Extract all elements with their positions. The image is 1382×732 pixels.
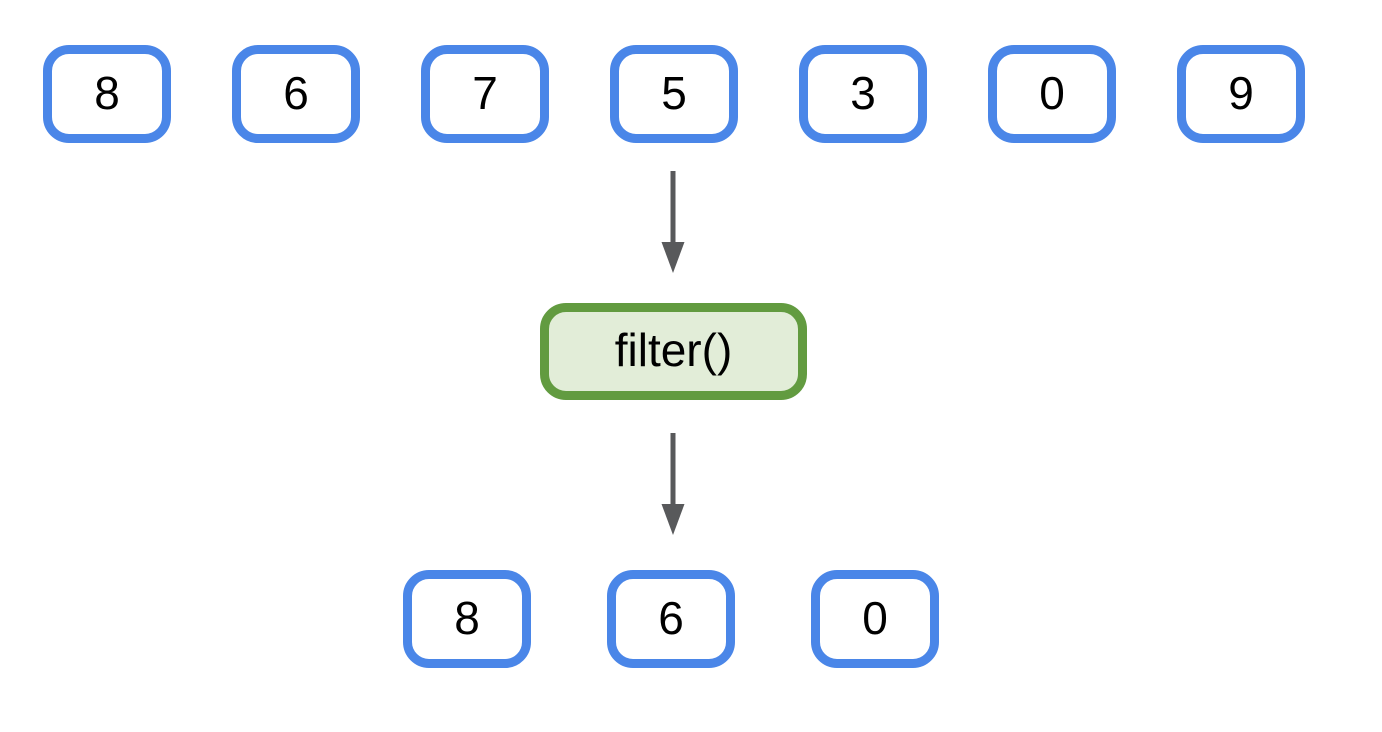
input-value-box: 5 [610,45,738,143]
arrow-down-icon [661,171,685,273]
function-box: filter() [540,303,807,400]
input-value: 8 [94,67,120,119]
input-value: 5 [661,67,687,119]
output-row: 8 6 0 [403,570,939,668]
arrow-down-icon [661,433,685,535]
input-value: 3 [850,67,876,119]
output-value: 6 [658,592,684,644]
input-value: 6 [283,67,309,119]
input-value-box: 0 [988,45,1116,143]
input-value: 0 [1039,67,1065,119]
input-value-box: 9 [1177,45,1305,143]
function-label: filter() [614,324,733,376]
output-value-box: 0 [811,570,939,668]
input-value: 9 [1228,67,1254,119]
input-row: 8 6 7 5 3 0 9 [43,45,1305,143]
output-value-box: 8 [403,570,531,668]
input-value-box: 7 [421,45,549,143]
input-value-box: 3 [799,45,927,143]
output-value: 0 [862,592,888,644]
input-value: 7 [472,67,498,119]
output-value: 8 [454,592,480,644]
input-value-box: 8 [43,45,171,143]
input-value-box: 6 [232,45,360,143]
output-value-box: 6 [607,570,735,668]
